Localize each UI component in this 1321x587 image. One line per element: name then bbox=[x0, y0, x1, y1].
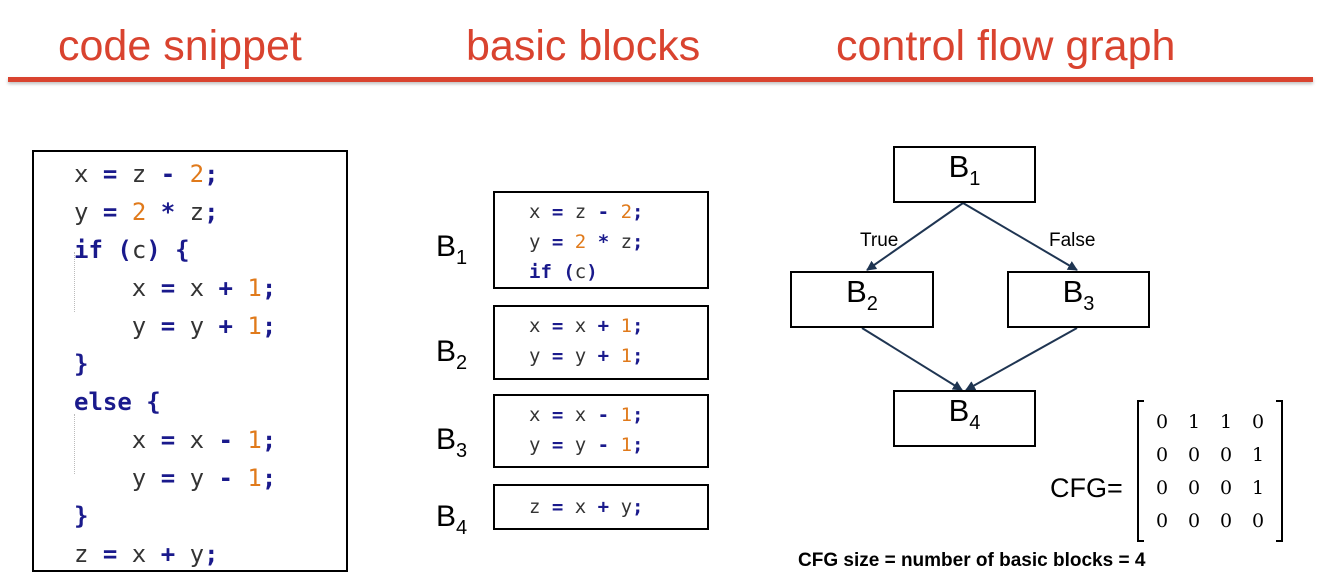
basic-block-label-b3: B3 bbox=[436, 423, 468, 462]
title-control-flow-graph: control flow graph bbox=[836, 22, 1176, 70]
basic-block-line: y = y - 1; bbox=[529, 434, 644, 456]
matrix-cell: 1 bbox=[1251, 477, 1265, 499]
cfg-edge-b1-b3 bbox=[962, 202, 1078, 271]
matrix-cell: 0 bbox=[1155, 444, 1169, 466]
basic-block-label-b2: B2 bbox=[436, 335, 468, 374]
code-line: x = x + 1; bbox=[74, 274, 277, 302]
basic-block-line: x = x + 1; bbox=[529, 315, 644, 337]
cfg-size-note: CFG size = number of basic blocks = 4 bbox=[798, 550, 1146, 571]
code-line: x = z - 2; bbox=[74, 160, 219, 188]
indent-guide bbox=[74, 414, 75, 474]
header-divider bbox=[8, 77, 1313, 82]
matrix-left-bracket bbox=[1137, 400, 1144, 542]
basic-block-line: z = x + y; bbox=[529, 496, 644, 518]
cfg-node-b1: B1 bbox=[893, 146, 1036, 203]
matrix-cell: 0 bbox=[1219, 444, 1233, 466]
matrix-cell: 0 bbox=[1187, 444, 1201, 466]
basic-block-label-b4: B4 bbox=[436, 500, 468, 539]
basic-block-line: x = z - 2; bbox=[529, 201, 644, 223]
matrix-cell: 0 bbox=[1187, 477, 1201, 499]
basic-block-b4: z = x + y; bbox=[493, 484, 709, 530]
edge-label-true: True bbox=[860, 230, 899, 251]
matrix-cell: 0 bbox=[1155, 477, 1169, 499]
cfg-matrix-label: CFG= bbox=[1050, 473, 1123, 503]
code-line: z = x + y; bbox=[74, 540, 219, 568]
matrix-cell: 1 bbox=[1187, 411, 1201, 433]
matrix-cell: 1 bbox=[1251, 444, 1265, 466]
matrix-cell: 0 bbox=[1251, 411, 1265, 433]
cfg-node-b2: B2 bbox=[790, 271, 934, 328]
indent-guide bbox=[74, 252, 75, 312]
basic-block-b3: x = x - 1; y = y - 1; bbox=[493, 394, 709, 468]
code-line: } bbox=[74, 350, 89, 378]
cfg-node-b3: B3 bbox=[1007, 271, 1150, 328]
cfg-node-b4: B4 bbox=[893, 390, 1036, 447]
basic-block-b2: x = x + 1; y = y + 1; bbox=[493, 305, 709, 380]
code-line: if (c) { bbox=[74, 236, 190, 264]
code-line: y = y - 1; bbox=[74, 464, 277, 492]
code-snippet-panel: x = z - 2;y = 2 * z;if (c) { x = x + 1; … bbox=[32, 150, 348, 572]
basic-block-line: x = x - 1; bbox=[529, 404, 644, 426]
title-basic-blocks: basic blocks bbox=[466, 22, 701, 70]
matrix-cell: 0 bbox=[1251, 510, 1265, 532]
matrix-cell: 0 bbox=[1219, 510, 1233, 532]
code-line: x = x - 1; bbox=[74, 426, 277, 454]
matrix-cell: 0 bbox=[1155, 510, 1169, 532]
matrix-cell: 0 bbox=[1155, 411, 1169, 433]
matrix-cell: 1 bbox=[1219, 411, 1233, 433]
cfg-edge-b2-b4 bbox=[861, 327, 963, 391]
basic-block-line: if (c) bbox=[529, 261, 598, 283]
code-line: else { bbox=[74, 388, 161, 416]
title-code-snippet: code snippet bbox=[58, 22, 302, 70]
basic-block-line: y = 2 * z; bbox=[529, 231, 644, 253]
edge-label-false: False bbox=[1049, 230, 1096, 251]
basic-block-b1: x = z - 2; y = 2 * z; if (c) bbox=[493, 191, 709, 289]
matrix-cell: 0 bbox=[1219, 477, 1233, 499]
cfg-edge-b3-b4 bbox=[965, 327, 1078, 391]
code-line: y = 2 * z; bbox=[74, 198, 219, 226]
code-line: } bbox=[74, 502, 89, 530]
code-line: y = y + 1; bbox=[74, 312, 277, 340]
matrix-right-bracket bbox=[1276, 400, 1283, 542]
cfg-edge-b1-b2 bbox=[866, 202, 964, 271]
basic-block-line: y = y + 1; bbox=[529, 345, 644, 367]
matrix-cell: 0 bbox=[1187, 510, 1201, 532]
basic-block-label-b1: B1 bbox=[436, 230, 468, 269]
